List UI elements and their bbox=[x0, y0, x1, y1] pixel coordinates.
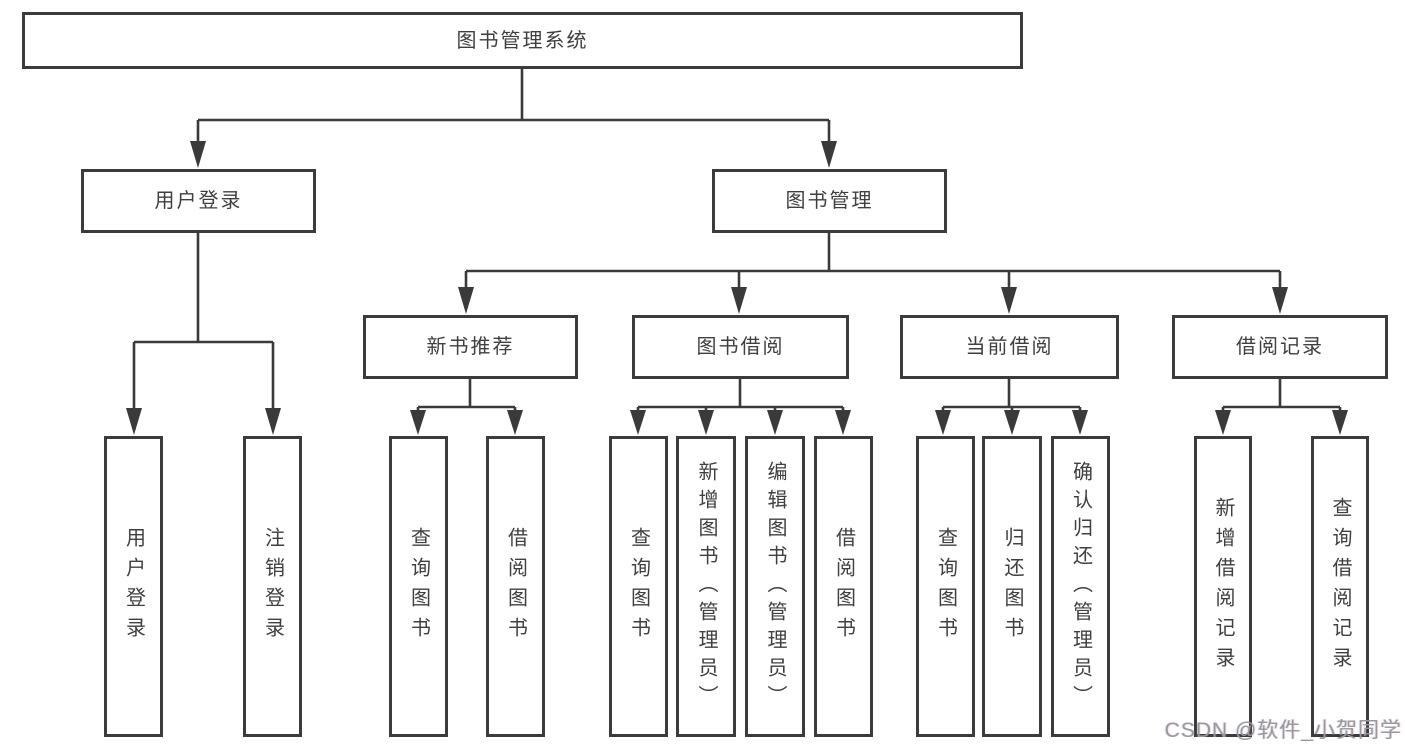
node-label: 图书借阅 bbox=[696, 336, 785, 358]
leaf-label: 查询图书 bbox=[934, 526, 957, 647]
node-user-login: 用户登录 bbox=[81, 169, 316, 233]
arrowhead bbox=[1001, 287, 1017, 314]
edge-newrec-bus bbox=[416, 379, 517, 416]
arrowhead bbox=[1215, 410, 1231, 435]
leaf-borrow-books-recommend: 借阅图书 bbox=[486, 436, 545, 737]
leaf-label: 查询借阅记录 bbox=[1329, 496, 1351, 677]
leaf-query-books-borrow: 查询图书 bbox=[609, 436, 668, 737]
leaf-label: 借阅图书 bbox=[504, 526, 527, 647]
node-label: 用户登录 bbox=[154, 190, 243, 212]
arrowhead bbox=[698, 410, 714, 435]
arrowhead bbox=[1072, 410, 1088, 435]
node-label: 当前借阅 bbox=[965, 336, 1054, 358]
leaf-label: 确认归还（管理员） bbox=[1069, 460, 1092, 713]
arrowhead bbox=[1272, 287, 1288, 314]
node-label: 借阅记录 bbox=[1236, 336, 1324, 358]
arrowhead bbox=[458, 287, 474, 314]
node-label: 图书管理 bbox=[785, 190, 874, 212]
arrowhead bbox=[126, 408, 142, 435]
leaf-query-borrow-record: 查询借阅记录 bbox=[1311, 436, 1369, 737]
arrowhead bbox=[821, 141, 837, 168]
leaf-add-borrow-record: 新增借阅记录 bbox=[1194, 436, 1252, 737]
edge-root-bus bbox=[196, 69, 831, 147]
node-current-borrow: 当前借阅 bbox=[900, 315, 1119, 379]
arrowhead bbox=[767, 410, 783, 435]
edge-records-bus bbox=[1221, 379, 1342, 416]
leaf-query-books-recommend: 查询图书 bbox=[389, 436, 448, 737]
arrowhead bbox=[630, 410, 646, 435]
node-label: 新书推荐 bbox=[426, 336, 515, 358]
node-book-borrow: 图书借阅 bbox=[632, 315, 849, 379]
leaf-label: 查询图书 bbox=[407, 526, 430, 647]
leaf-return-books: 归还图书 bbox=[982, 436, 1042, 737]
edge-borrow-bus bbox=[636, 379, 845, 416]
edge-bookmgmt-bus bbox=[464, 233, 1282, 294]
leaf-query-books-current: 查询图书 bbox=[916, 436, 975, 737]
leaf-logout-login: 注销登录 bbox=[243, 436, 302, 737]
edge-userlogin-bus bbox=[132, 233, 275, 416]
leaf-label: 查询图书 bbox=[627, 526, 650, 647]
arrowhead bbox=[190, 141, 206, 168]
leaf-label: 归还图书 bbox=[1001, 526, 1023, 647]
node-new-book-recommend: 新书推荐 bbox=[363, 315, 578, 379]
node-label: 图书管理系统 bbox=[456, 29, 589, 52]
node-root-system: 图书管理系统 bbox=[22, 12, 1023, 69]
node-book-management: 图书管理 bbox=[712, 169, 947, 233]
arrowhead bbox=[265, 408, 281, 435]
leaf-add-book-admin: 新增图书（管理员） bbox=[676, 436, 736, 737]
leaf-confirm-return-admin: 确认归还（管理员） bbox=[1051, 436, 1110, 737]
leaf-label: 借阅图书 bbox=[832, 526, 855, 647]
arrowhead bbox=[835, 410, 851, 435]
node-borrow-records: 借阅记录 bbox=[1172, 315, 1388, 379]
leaf-edit-book-admin: 编辑图书（管理员） bbox=[745, 436, 805, 737]
leaf-label: 用户登录 bbox=[122, 526, 145, 647]
csdn-watermark: CSDN @软件_小贺同学 bbox=[1164, 719, 1402, 742]
leaf-label: 注销登录 bbox=[261, 526, 284, 647]
arrowhead bbox=[1332, 410, 1348, 435]
leaf-user-login: 用户登录 bbox=[104, 436, 163, 737]
leaf-label: 新增图书（管理员） bbox=[695, 460, 717, 713]
leaf-borrow-books: 借阅图书 bbox=[814, 436, 873, 737]
arrowhead bbox=[731, 287, 747, 314]
arrowhead bbox=[410, 410, 426, 435]
arrowhead bbox=[1004, 410, 1020, 435]
arrowheads bbox=[126, 141, 1348, 435]
tree-edges bbox=[132, 69, 1342, 416]
leaf-label: 编辑图书（管理员） bbox=[764, 460, 786, 713]
arrowhead bbox=[507, 410, 523, 435]
arrowhead bbox=[935, 410, 951, 435]
leaf-label: 新增借阅记录 bbox=[1212, 496, 1234, 677]
